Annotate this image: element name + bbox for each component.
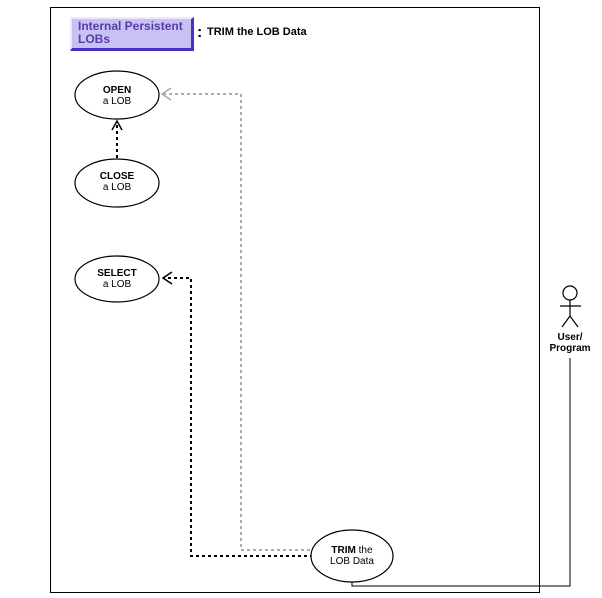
page-title: TRIM the LOB Data [207, 26, 307, 38]
actor-icon [560, 285, 581, 328]
category-badge: Internal Persistent LOBs [70, 17, 194, 51]
category-label-line2: LOBs [78, 32, 111, 46]
use-case-select-title: SELECT [97, 268, 136, 279]
use-case-trim-title-bold: TRIM [331, 545, 355, 556]
actor-label-line1: User/ [557, 332, 582, 343]
use-case-close-title: CLOSE [100, 171, 135, 182]
use-case-select-subtitle: a LOB [103, 279, 132, 290]
use-case-open-subtitle: a LOB [103, 96, 132, 107]
category-label-line1: Internal Persistent [78, 19, 183, 33]
use-case-close-subtitle: a LOB [103, 182, 132, 193]
use-case-select[interactable]: SELECT a LOB [74, 255, 160, 303]
header-separator: : [197, 24, 203, 41]
use-case-close[interactable]: CLOSE a LOB [74, 158, 160, 208]
use-case-trim-title-rest: the [356, 545, 373, 556]
system-boundary [50, 7, 540, 593]
use-case-trim[interactable]: TRIM the LOB Data [310, 529, 394, 583]
arrowhead-select [161, 271, 173, 285]
use-case-trim-subtitle: LOB Data [330, 556, 374, 567]
actor-label-line2: Program [549, 343, 590, 354]
arrowhead-open-from-close [111, 119, 123, 131]
use-case-trim-title: TRIM the [331, 545, 373, 556]
link-trim-to-select [164, 277, 313, 557]
use-case-open[interactable]: OPEN a LOB [74, 70, 160, 120]
actor-user-program[interactable]: User/ Program [549, 285, 591, 354]
link-trim-to-open [162, 93, 310, 551]
arrowhead-open [160, 87, 172, 101]
link-actor-to-trim [351, 358, 571, 587]
use-case-open-title: OPEN [103, 85, 131, 96]
